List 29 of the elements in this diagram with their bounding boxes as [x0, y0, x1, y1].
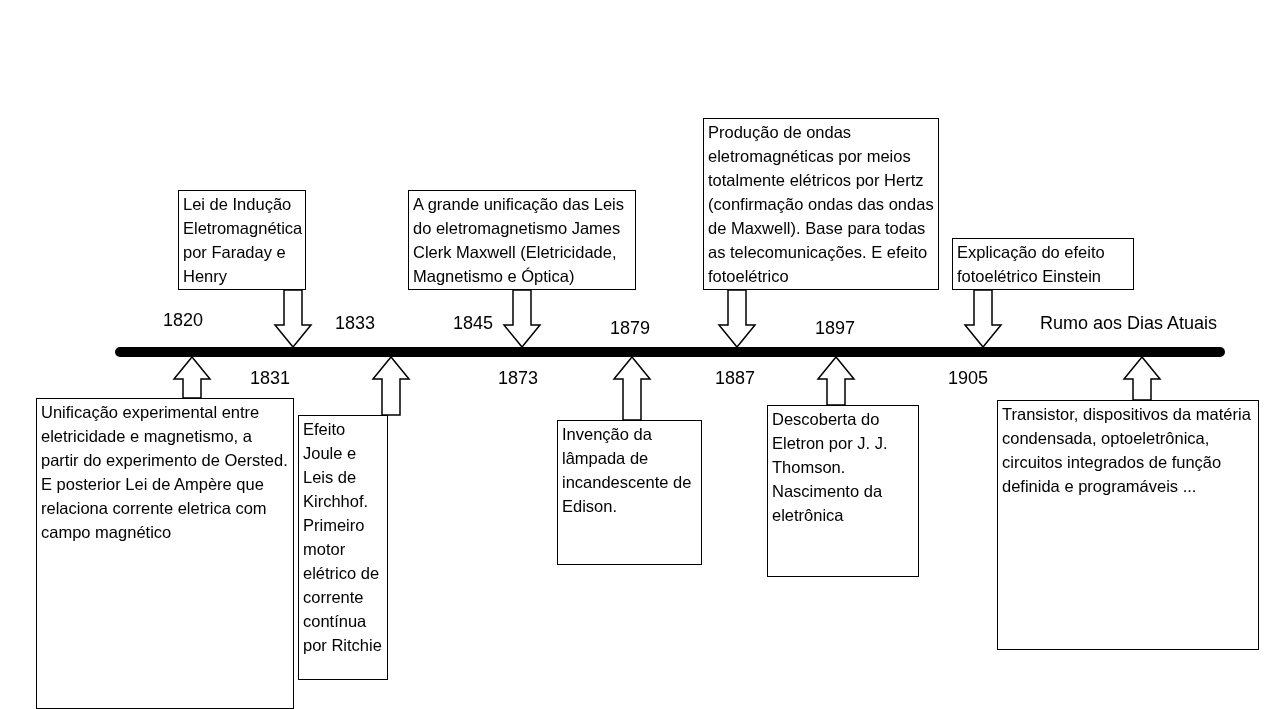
- arrow: [172, 355, 212, 399]
- year-label: 1820: [163, 310, 204, 331]
- year-label: 1845: [453, 313, 494, 334]
- event-card: Descoberta do Eletron por J. J. Thomson. Nascimento da eletrônica: [767, 405, 919, 577]
- event-card: Invenção da lâmpada de incandescente de Edison.: [557, 420, 702, 565]
- year-label: 1833: [335, 313, 376, 334]
- arrow: [963, 289, 1003, 349]
- arrow: [273, 289, 313, 349]
- year-label: 1879: [610, 318, 651, 339]
- arrow: [612, 355, 652, 421]
- event-card: Efeito Joule e Leis de Kirchhof. Primeiro motor elétrico de corrente contínua por Ritchie: [298, 415, 388, 680]
- timeline-end-label: Rumo aos Dias Atuais: [1040, 313, 1218, 334]
- arrow: [717, 289, 757, 349]
- event-card: Unificação experimental entre eletricidade e magnetismo, a partir do experimento de Oersted. E posterior Lei de Ampère que relaciona corrente eletrica com campo magnético: [36, 398, 294, 709]
- event-card: A grande unificação das Leis do eletromagnetismo James Clerk Maxwell (Eletricidade, Magnetismo e Óptica): [408, 190, 636, 290]
- arrow: [1122, 355, 1162, 401]
- timeline-bar: [115, 347, 1225, 357]
- event-card: Explicação do efeito fotoelétrico Einstein: [952, 238, 1134, 290]
- year-label: 1897: [815, 318, 856, 339]
- arrow: [371, 355, 411, 416]
- year-label: 1873: [498, 368, 539, 389]
- arrow: [502, 289, 542, 349]
- event-card: Produção de ondas eletromagnéticas por meios totalmente elétricos por Hertz (confirmação ondas das ondas de Maxwell). Base para todas as telecomunicações. E efeito fotoelétrico: [703, 118, 939, 290]
- year-label: 1831: [250, 368, 291, 389]
- year-label: 1905: [948, 368, 989, 389]
- event-card: Lei de Indução Eletromagnética por Faraday e Henry: [178, 190, 306, 290]
- event-card: Transistor, dispositivos da matéria condensada, optoeletrônica, circuitos integrados de função definida e programáveis ...: [997, 400, 1259, 650]
- year-label: 1887: [715, 368, 756, 389]
- arrow: [816, 355, 856, 406]
